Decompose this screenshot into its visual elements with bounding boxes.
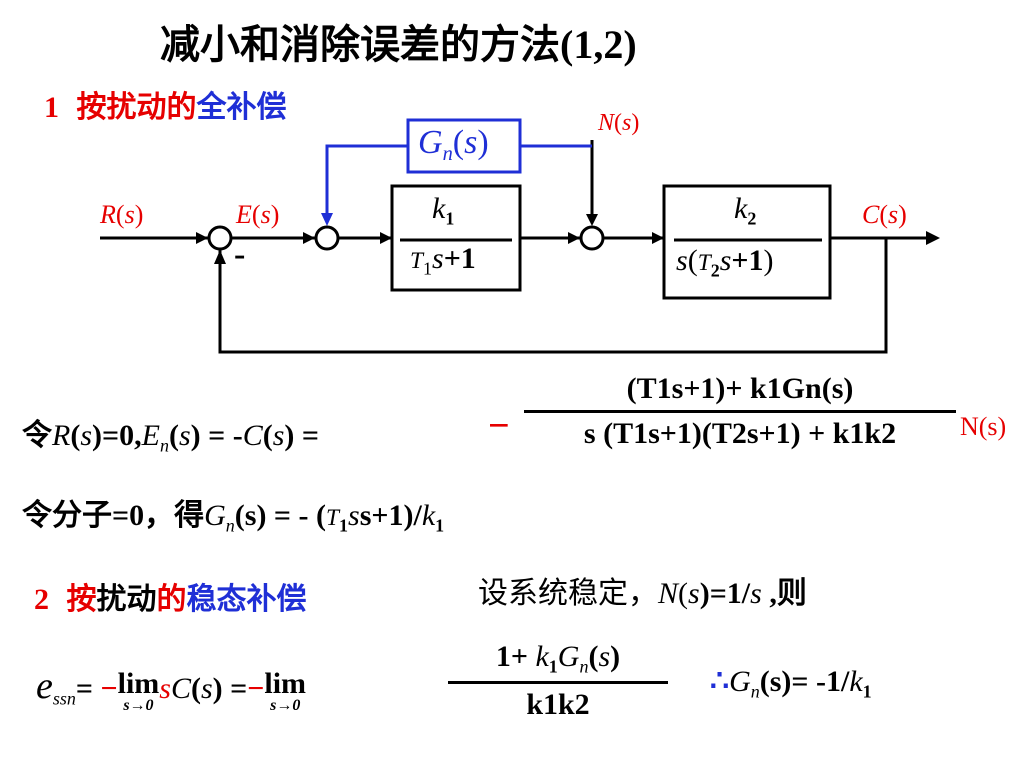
equation-3-numerator: 1+ k1Gn(s): [495, 640, 621, 677]
equation-3-denominator: k1k2: [526, 688, 590, 722]
arrow-sum2: [303, 232, 315, 244]
section-1-number: 1: [44, 91, 59, 124]
compensation-path: [325, 118, 592, 218]
sum-junction-2: [314, 225, 340, 251]
equation-1-fraction-bar: [524, 410, 956, 413]
equation-3-result: ∴Gn(s)= -1/k1: [710, 665, 872, 702]
equation-1-n-s: N(s): [960, 412, 1007, 441]
section-2-heading: 2 按扰动的稳态补偿: [34, 583, 307, 616]
label-n-s: N(s): [598, 110, 640, 136]
block-1: [390, 184, 522, 292]
arrow-block2: [652, 232, 664, 244]
gn-to-sum2-line: [325, 144, 408, 218]
equation-2: 令分子=0，得Gn(s) = - (T1ss+1)/k1: [22, 499, 445, 536]
equation-1-numerator: (T1s+1)+ k1Gn(s): [626, 372, 854, 405]
section-1-text-blue: 全补偿: [196, 91, 287, 124]
arrow-n: [586, 214, 598, 226]
section-1-heading: 1 按扰动的全补偿: [44, 82, 287, 126]
arrow-sum1: [196, 232, 208, 244]
label-e-s: E(s): [236, 200, 280, 229]
equation-1-negative-sign: −: [488, 405, 510, 447]
page-title: 减小和消除误差的方法(1,2): [160, 22, 637, 67]
equation-1-fraction: (T1s+1)+ k1Gn(s) s (T1s+1)(T2s+1) + k1k2: [524, 372, 956, 451]
gn-block: [406, 118, 522, 174]
arrow-sum3: [568, 232, 580, 244]
arrow-gn: [321, 213, 333, 226]
label-c-s: C(s): [862, 200, 907, 229]
block-1-denominator: T1s+1: [410, 242, 476, 279]
sum-junction-3: [579, 225, 605, 251]
section-2-stability-note: 设系统稳定，N(s)=1/s ,则: [478, 577, 807, 610]
sum-junction-1: [207, 225, 233, 251]
equation-1-lhs: 令R(s)=0,En(s) = -C(s) =: [22, 419, 320, 456]
block-2: [662, 184, 832, 300]
arrow-feedback: [214, 250, 226, 264]
equation-3-fraction-bar: [448, 681, 668, 685]
equation-3-fraction: 1+ k1Gn(s) k1k2: [448, 640, 668, 722]
label-gn-s: Gn(s): [418, 124, 489, 166]
block-2-numerator: k2: [734, 192, 757, 229]
equation-1-denominator: s (T1s+1)(T2s+1) + k1k2: [583, 417, 897, 450]
label-r-s: R(s): [100, 200, 144, 229]
block-1-numerator: k1: [432, 192, 455, 229]
feedback-minus-sign: -: [234, 236, 246, 273]
feedback-line: [218, 238, 888, 354]
section-1-text-red: 按扰动的: [76, 91, 197, 124]
arrow-output: [926, 231, 940, 245]
arrowheads: [196, 214, 940, 264]
arrow-block1: [380, 232, 392, 244]
block-2-denominator: s(T2s+1): [676, 244, 774, 281]
